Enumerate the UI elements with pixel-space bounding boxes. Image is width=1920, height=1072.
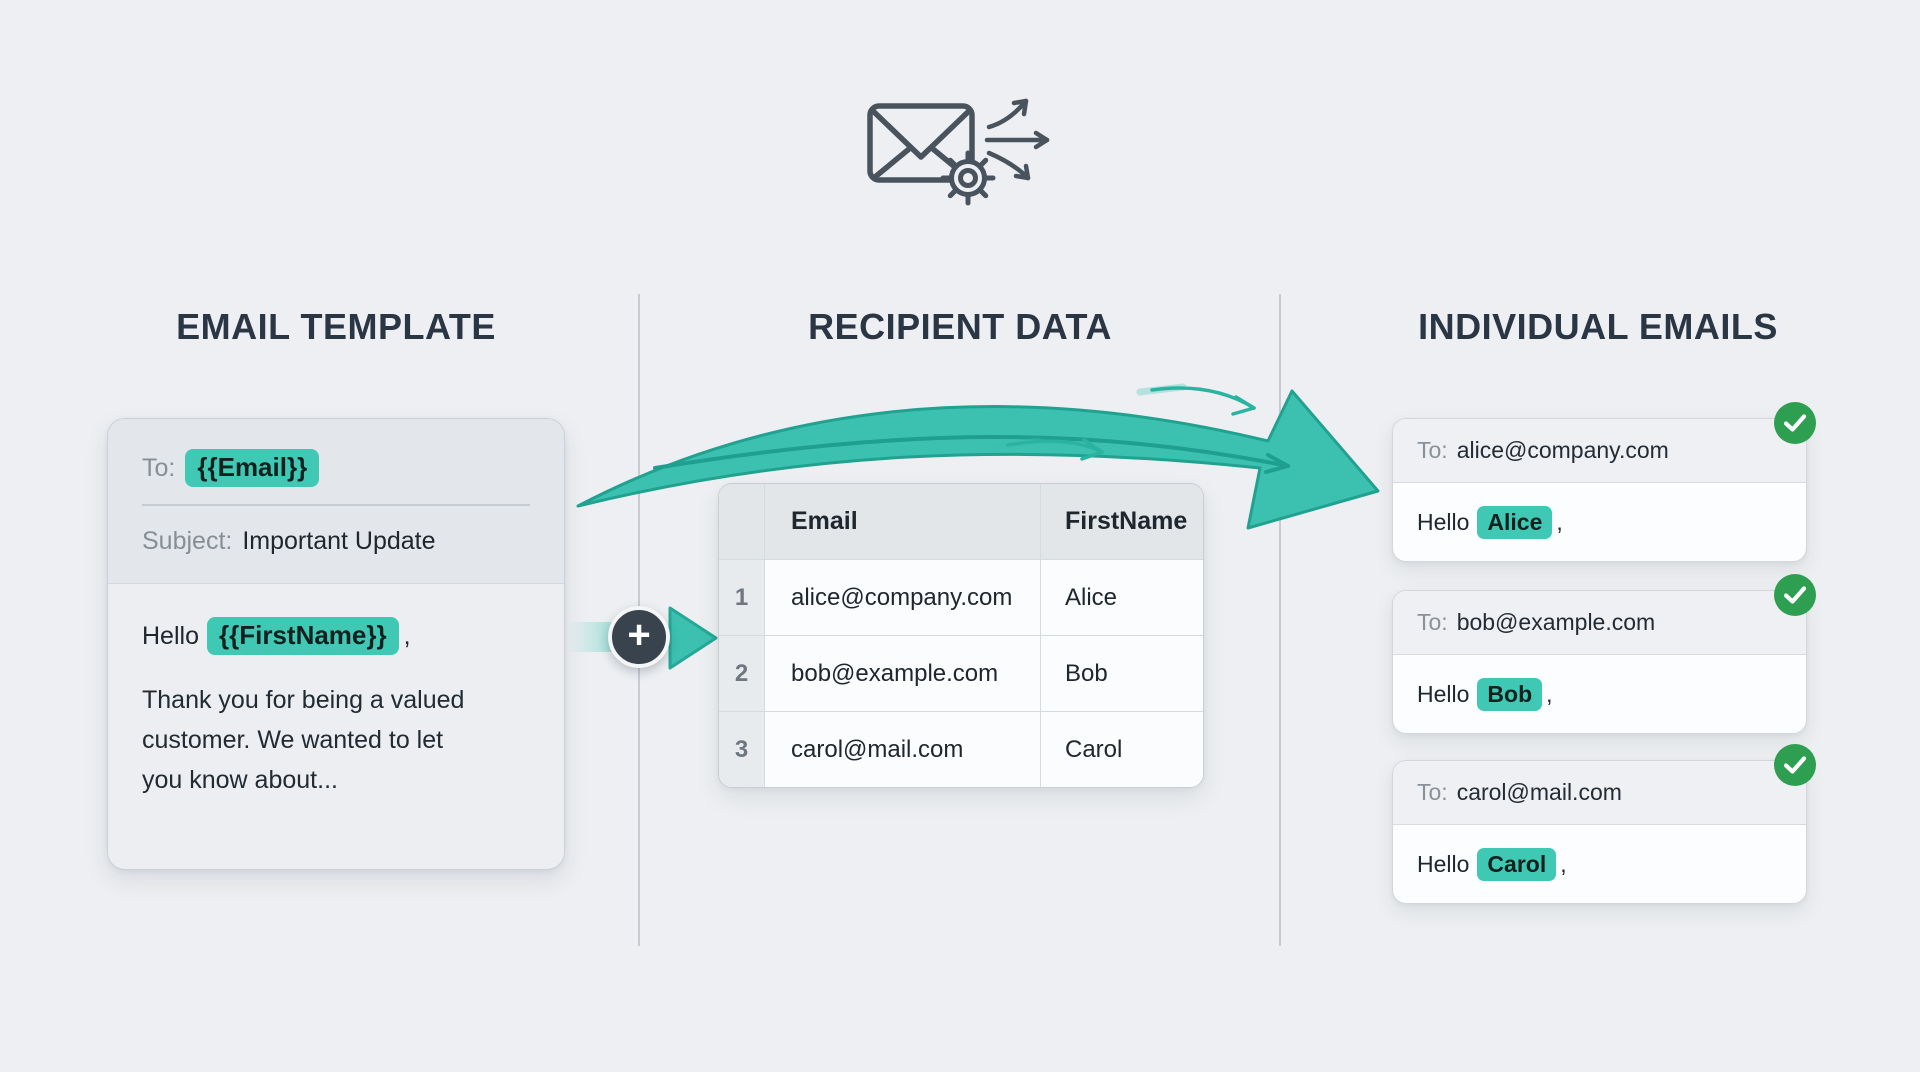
heading-email-template: EMAIL TEMPLATE — [176, 306, 496, 347]
to-label: To: — [1417, 779, 1448, 805]
check-icon — [1774, 402, 1816, 444]
arrow-right-icon — [668, 606, 718, 670]
greeting-suffix: , — [403, 621, 411, 650]
template-to-row: To: {{Email}} — [142, 449, 530, 487]
email-card-body: Hello Alice, — [1393, 483, 1806, 561]
motion-arrow-icon — [991, 437, 1104, 461]
subject-value: Important Update — [242, 526, 436, 555]
table-row: 3 carol@mail.com Carol — [719, 711, 1203, 787]
to-value: bob@example.com — [1456, 609, 1656, 635]
to-value: alice@company.com — [1456, 437, 1669, 463]
email-card-header: To: alice@company.com — [1393, 419, 1806, 483]
mail-merge-icon — [867, 98, 1050, 206]
template-header-divider — [142, 504, 530, 506]
recipient-data-table: Email FirstName 1 alice@company.com Alic… — [718, 483, 1204, 788]
template-body-text: Thank you for being a valued customer. W… — [142, 685, 465, 794]
individual-email-card: To: carol@mail.com Hello Carol, — [1392, 744, 1816, 904]
greeting-suffix: , — [1556, 508, 1563, 535]
template-greeting: Hello{{FirstName}}, — [142, 616, 530, 656]
check-icon — [1774, 574, 1816, 616]
table-row: 1 alice@company.com Alice — [719, 559, 1203, 635]
corner-cell — [719, 484, 765, 559]
firstname-column-header: FirstName — [1041, 484, 1203, 559]
motion-arrow-icon — [1136, 383, 1256, 416]
table-row: 2 bob@example.com Bob — [719, 635, 1203, 711]
greeting-prefix: Hello — [1417, 508, 1470, 535]
firstname-cell: Alice — [1041, 559, 1203, 635]
heading-individual-emails: INDIVIDUAL EMAILS — [1418, 306, 1778, 347]
row-number: 2 — [719, 635, 765, 711]
template-body: Hello{{FirstName}}, Thank you for being … — [108, 584, 564, 832]
email-variable-chip: {{Email}} — [185, 449, 320, 487]
email-template-card: To: {{Email}} Subject: Important Update … — [107, 418, 565, 870]
individual-email-card: To: alice@company.com Hello Alice, — [1392, 402, 1816, 562]
heading-recipient-data: RECIPIENT DATA — [808, 306, 1112, 347]
check-icon — [1774, 744, 1816, 786]
name-chip: Alice — [1477, 505, 1553, 539]
greeting-prefix: Hello — [1417, 850, 1470, 877]
table-header-row: Email FirstName — [719, 484, 1203, 559]
firstname-cell: Carol — [1041, 711, 1203, 787]
row-number: 3 — [719, 711, 765, 787]
individual-email-card: To: bob@example.com Hello Bob, — [1392, 574, 1816, 734]
greeting-suffix: , — [1546, 680, 1553, 707]
email-cell: bob@example.com — [765, 635, 1041, 711]
to-value: carol@mail.com — [1456, 779, 1622, 805]
to-label: To: — [1417, 437, 1448, 463]
gear-icon — [940, 150, 996, 206]
email-card-header: To: carol@mail.com — [1393, 761, 1806, 825]
to-label: To: — [1417, 609, 1448, 635]
email-card-header: To: bob@example.com — [1393, 591, 1806, 655]
email-card-body: Hello Bob, — [1393, 655, 1806, 733]
subject-label: Subject: — [142, 526, 233, 555]
to-label: To: — [142, 454, 176, 482]
email-card-body: Hello Carol, — [1393, 825, 1806, 903]
email-cell: alice@company.com — [765, 559, 1041, 635]
row-number: 1 — [719, 559, 765, 635]
firstname-cell: Bob — [1041, 635, 1203, 711]
template-header: To: {{Email}} Subject: Important Update — [108, 419, 564, 584]
column-divider-right — [1279, 294, 1281, 946]
plus-connector: + — [608, 606, 670, 668]
plus-icon: + — [627, 613, 651, 657]
greeting-prefix: Hello — [1417, 680, 1470, 707]
greeting-prefix: Hello — [142, 621, 199, 650]
fan-arrows-icon — [984, 98, 1050, 181]
email-cell: carol@mail.com — [765, 711, 1041, 787]
greeting-suffix: , — [1560, 850, 1567, 877]
firstname-variable-chip: {{FirstName}} — [206, 616, 399, 655]
template-subject-row: Subject: Important Update — [142, 523, 530, 559]
name-chip: Bob — [1477, 677, 1543, 711]
name-chip: Carol — [1477, 847, 1557, 881]
email-column-header: Email — [765, 484, 1041, 559]
